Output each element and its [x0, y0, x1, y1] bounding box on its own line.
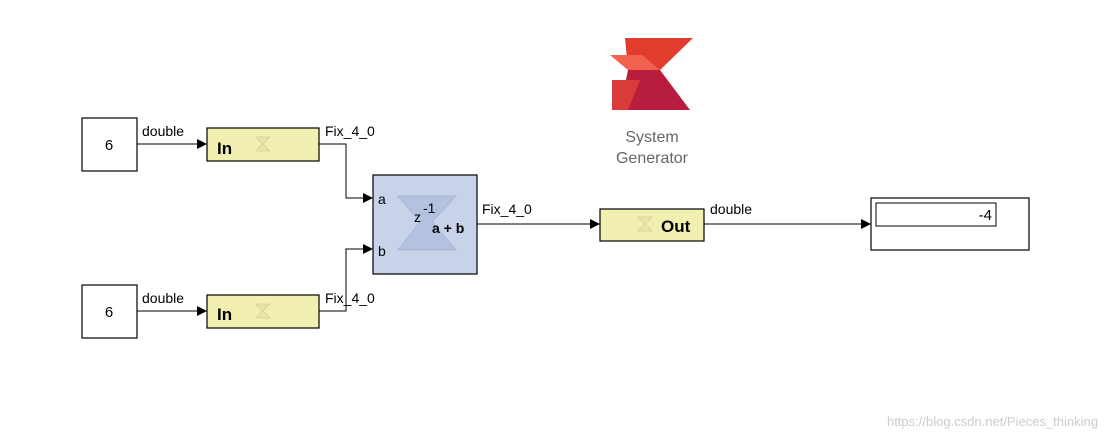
xilinx-small-icon [255, 136, 271, 152]
gateway-in-label-1: In [217, 139, 232, 158]
logo-line-1: System [625, 129, 678, 146]
addsub-latency-base: z [414, 209, 421, 225]
addsub-expression: a + b [432, 220, 464, 236]
addsub-block[interactable]: a b z -1 a + b [372, 174, 478, 275]
gateway-out-label: Out [661, 217, 691, 236]
constant-block-2[interactable]: 6 [81, 284, 138, 339]
addsub-port-b: b [378, 243, 386, 259]
addsub-port-a: a [378, 191, 386, 207]
signal-label-addsub: Fix_4_0 [482, 201, 532, 217]
system-generator-logo[interactable]: System Generator [610, 38, 693, 167]
signal-label-gwin1: Fix_4_0 [325, 123, 375, 139]
constant-block-1[interactable]: 6 [81, 117, 138, 172]
watermark-text: https://blog.csdn.net/Pieces_thinking [887, 414, 1098, 429]
logo-line-2: Generator [616, 150, 689, 167]
xilinx-small-icon [637, 216, 653, 232]
addsub-latency-exp: -1 [423, 200, 436, 216]
wire-gwin1-to-addsub-a[interactable] [319, 143, 373, 203]
xilinx-logo-icon [610, 38, 693, 110]
gateway-in-block-1[interactable]: In [206, 127, 320, 162]
wire-gwin2-to-addsub-b[interactable] [319, 244, 373, 312]
gateway-in-block-2[interactable]: In [206, 294, 320, 329]
constant-value-1: 6 [105, 137, 113, 154]
xilinx-small-icon [255, 303, 271, 319]
signal-label-const1: double [142, 123, 184, 139]
xilinx-watermark-icon [396, 195, 458, 251]
display-value: -4 [979, 207, 992, 224]
signal-label-gwout: double [710, 201, 752, 217]
gateway-in-label-2: In [217, 305, 232, 324]
constant-value-2: 6 [105, 304, 113, 321]
display-block[interactable]: -4 [870, 197, 1030, 251]
signal-label-const2: double [142, 290, 184, 306]
gateway-out-block[interactable]: Out [599, 208, 705, 242]
signal-label-gwin2: Fix_4_0 [325, 290, 375, 306]
